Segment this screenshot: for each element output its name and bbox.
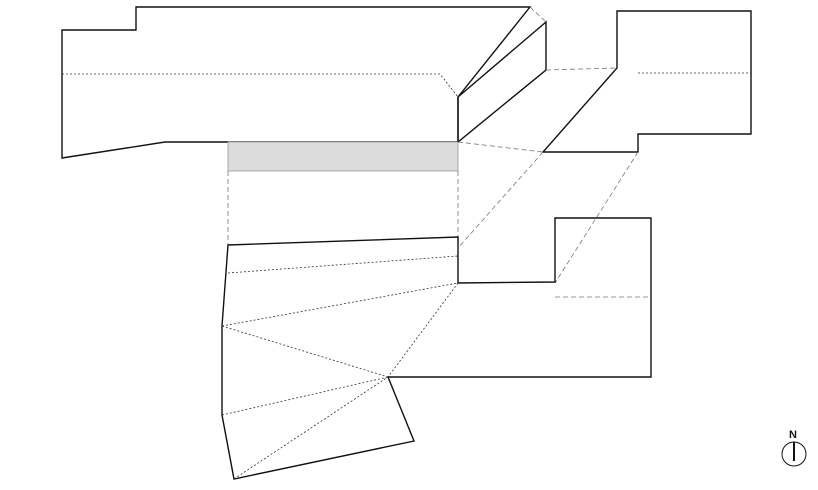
upper-left-wing-outline bbox=[61, 6, 532, 159]
fold-line-6 bbox=[233, 376, 389, 480]
fold-line-3 bbox=[221, 325, 389, 378]
upper-right-hidden-edge bbox=[545, 67, 618, 71]
projection-line-diagonal-c bbox=[554, 151, 639, 284]
upper-left-wing-ridge-line bbox=[62, 73, 459, 98]
projection-line-diagonal-b bbox=[457, 151, 544, 249]
projection-lines bbox=[227, 141, 639, 284]
lower-wing bbox=[221, 217, 652, 480]
highlight-band bbox=[227, 141, 459, 172]
upper-right-wing bbox=[541, 10, 752, 153]
upper-wedge-hidden-edge bbox=[529, 6, 547, 23]
upper-wedge bbox=[457, 6, 547, 144]
fold-line-5 bbox=[221, 376, 389, 416]
lower-wing-outline bbox=[221, 217, 652, 480]
fold-line-4 bbox=[387, 282, 459, 378]
upper-left-wing bbox=[61, 6, 532, 159]
upper-wedge-outline bbox=[457, 20, 547, 144]
lower-wing-fold-lines bbox=[221, 255, 459, 480]
north-arrow: N bbox=[781, 429, 807, 467]
projection-line-diagonal-a bbox=[457, 141, 544, 153]
fold-line-1 bbox=[227, 255, 459, 274]
north-arrow-label: N bbox=[789, 429, 797, 441]
upper-right-wing-outline bbox=[541, 10, 752, 153]
fold-line-2 bbox=[221, 282, 459, 327]
